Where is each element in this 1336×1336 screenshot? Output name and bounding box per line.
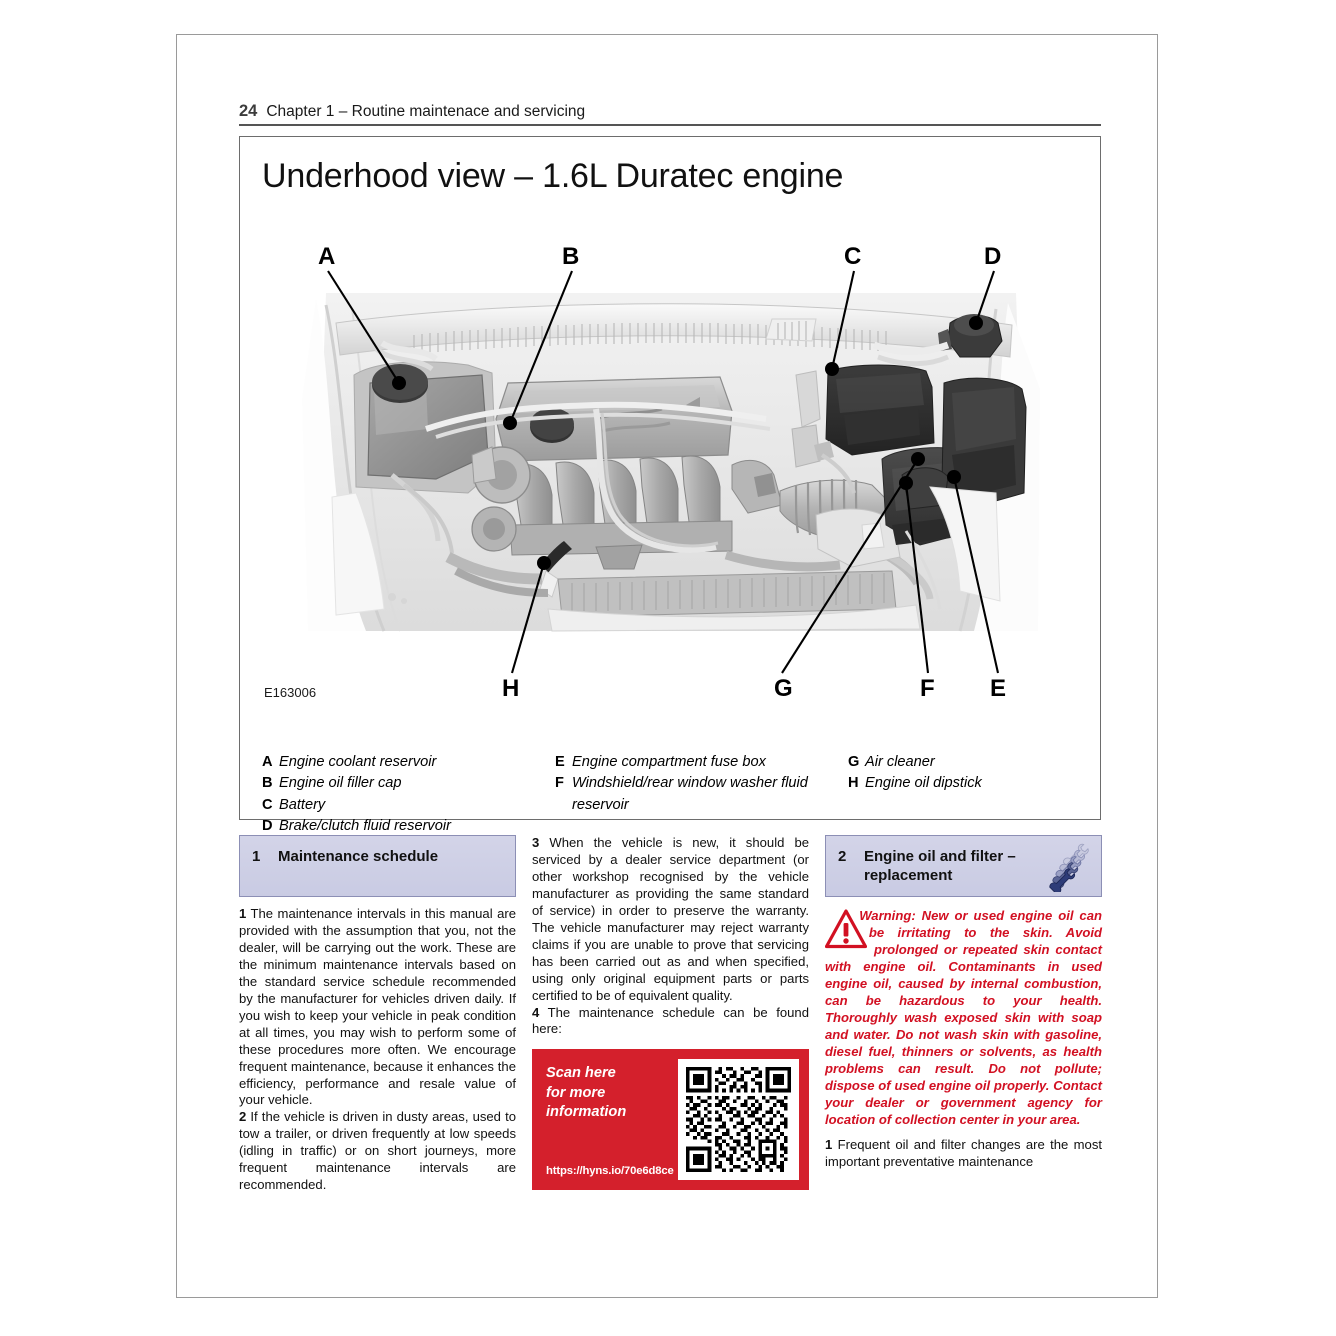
paragraph: 2 If the vehicle is driven in dusty area… <box>239 1109 516 1194</box>
warning-text: Warning: New or used engine oil can be i… <box>825 908 1102 1128</box>
header-rule <box>239 124 1101 126</box>
section-header-engine-oil-and-filter: 2 Engine oil and filter – replacement <box>825 835 1102 897</box>
callout-label-e: E <box>990 675 1007 702</box>
qr-promo-url: https://hyns.io/70e6d8ce <box>546 1165 674 1178</box>
paragraph-text: Frequent oil and filter changes are the … <box>825 1137 1102 1170</box>
legend-item: D Brake/clutch fluid reservoir <box>262 816 555 837</box>
body-column-right: 2 Engine oil and filter – replacement <box>825 835 1102 1171</box>
paragraph-number: 1 <box>825 1137 833 1153</box>
body-column-left: 1 Maintenance schedule 1 The maintenance… <box>239 835 516 1194</box>
legend-key: F <box>555 775 564 792</box>
legend-key: C <box>262 796 273 813</box>
callout-label-c: C <box>844 243 862 270</box>
section-title-line-1: Engine oil and filter – <box>864 848 1016 865</box>
callout-label-g: G <box>774 675 793 702</box>
figure-image-code: E163006 <box>264 685 317 700</box>
legend-column-3: G Air cleaner H Engine oil dipstick <box>848 752 1078 838</box>
paragraph: 4 The maintenance schedule can be found … <box>532 1005 809 1039</box>
qr-promo-panel[interactable]: Scan here for more information https://h… <box>532 1049 809 1191</box>
legend-text: Engine coolant reservoir <box>279 754 437 770</box>
paragraph-number: 4 <box>532 1004 540 1020</box>
qr-code-container <box>678 1059 799 1181</box>
figure-title: Underhood view – 1.6L Duratec engine <box>262 157 844 195</box>
section-number: 1 <box>252 848 261 865</box>
legend-key: A <box>262 754 273 770</box>
figure-legend: A Engine coolant reservoir B Engine oil … <box>262 752 1082 838</box>
callout-label-h: H <box>502 675 520 702</box>
paragraph: 1 The maintenance intervals in this manu… <box>239 906 516 1109</box>
callout-label-a: A <box>318 243 336 270</box>
callout-label-b: B <box>562 243 580 270</box>
illustration-panel: Underhood view – 1.6L Duratec engine <box>239 136 1101 834</box>
manual-page: 24 Chapter 1 – Routine maintenace and se… <box>176 34 1158 1298</box>
paragraph-text: If the vehicle is driven in dusty areas,… <box>239 1109 516 1193</box>
section-title: Maintenance schedule <box>278 848 439 865</box>
legend-column-1: A Engine coolant reservoir B Engine oil … <box>262 752 555 838</box>
section-title: Engine oil and filter – replacement <box>864 848 1016 886</box>
legend-text: Engine compartment fuse box <box>572 754 766 770</box>
engine-bay-illustration <box>296 279 1044 641</box>
legend-key: D <box>262 818 273 835</box>
legend-item: A Engine coolant reservoir <box>262 752 555 773</box>
paragraph: 3 When the vehicle is new, it should be … <box>532 835 809 1005</box>
engine-bay-artwork: A B C D E F G H <box>254 241 1086 721</box>
section-title-line-2: replacement <box>864 866 953 884</box>
paragraph-text: The maintenance intervals in this manual… <box>239 906 517 1108</box>
paragraph-number: 1 <box>239 906 247 921</box>
paragraph-text: The maintenance schedule can be found he… <box>532 1004 809 1037</box>
legend-text: Engine oil dipstick <box>865 775 982 792</box>
chapter-title: Chapter 1 – Routine maintenace and servi… <box>266 102 586 120</box>
page-number: 24 <box>239 101 258 120</box>
legend-item: B Engine oil filler cap <box>262 773 555 794</box>
legend-key: E <box>555 754 565 770</box>
legend-item: F Windshield/rear window washer fluid re… <box>555 773 848 816</box>
running-head: 24 Chapter 1 – Routine maintenace and se… <box>239 85 1101 119</box>
legend-text: Brake/clutch fluid reservoir <box>279 818 451 835</box>
legend-item: G Air cleaner <box>848 752 1078 773</box>
legend-key: B <box>262 775 273 792</box>
legend-column-2: E Engine compartment fuse box F Windshie… <box>555 752 848 838</box>
qr-promo-headline: Scan here for more information <box>546 1065 627 1121</box>
section-number: 2 <box>838 848 847 865</box>
warning-triangle-icon <box>825 909 867 949</box>
legend-text: Windshield/rear window washer fluid rese… <box>572 775 808 813</box>
paragraph-number: 3 <box>532 835 540 850</box>
qr-code-image <box>686 1067 791 1173</box>
legend-key: G <box>848 754 860 770</box>
legend-item: E Engine compartment fuse box <box>555 752 848 773</box>
callout-label-f: F <box>920 675 935 702</box>
callout-label-d: D <box>984 243 1002 270</box>
body-column-middle: 3 When the vehicle is new, it should be … <box>532 835 809 1191</box>
safety-warning-block: Warning: New or used engine oil can be i… <box>825 907 1102 1128</box>
legend-text: Engine oil filler cap <box>279 775 402 792</box>
section-header-maintenance-schedule: 1 Maintenance schedule <box>239 835 516 897</box>
legend-item: C Battery <box>262 795 555 816</box>
legend-text: Battery <box>279 796 326 813</box>
paragraph-number: 2 <box>239 1109 247 1125</box>
legend-text: Air cleaner <box>865 754 935 770</box>
paragraph-text: When the vehicle is new, it should be se… <box>532 835 810 1003</box>
spanner-difficulty-rating-icon <box>1049 843 1089 892</box>
legend-item: H Engine oil dipstick <box>848 773 1078 794</box>
legend-key: H <box>848 775 859 792</box>
paragraph: 1 Frequent oil and filter changes are th… <box>825 1137 1102 1171</box>
